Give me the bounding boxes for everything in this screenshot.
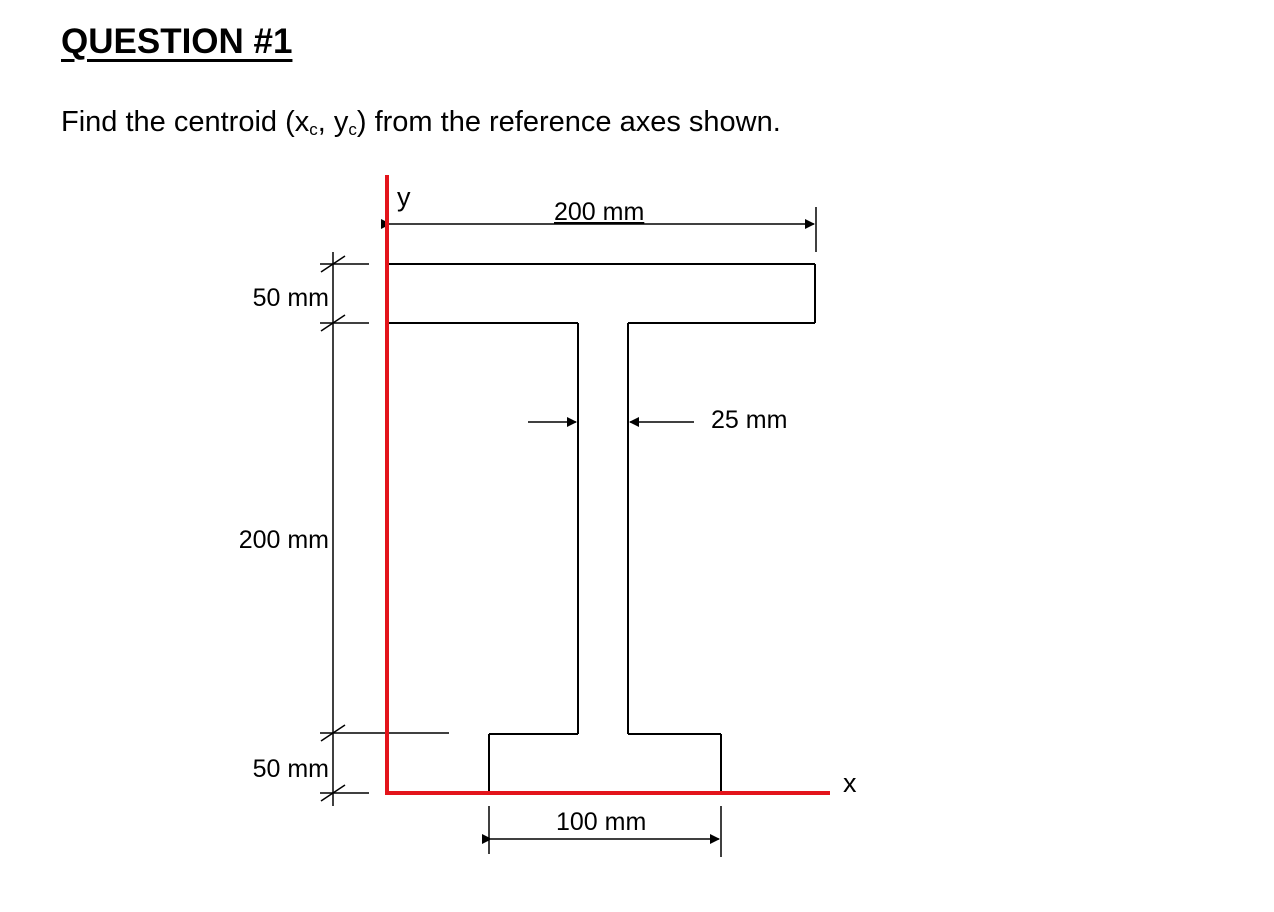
x-axis-label: x	[843, 768, 857, 798]
question-prompt: Find the centroid (xc, yc) from the refe…	[61, 104, 781, 140]
web-height-label: 200 mm	[239, 526, 329, 554]
bottom-width-dimension	[482, 806, 722, 857]
left-dimension-chain	[320, 252, 346, 806]
subscript-c-y: c	[348, 120, 357, 139]
tick-base	[320, 784, 346, 802]
top-flange-height-label: 50 mm	[253, 284, 329, 312]
bottom-width-label: 100 mm	[556, 808, 646, 836]
tick-bottom-flange-top	[320, 724, 346, 742]
bottom-flange-height-label: 50 mm	[253, 755, 329, 783]
web-thickness-label: 25 mm	[711, 406, 787, 434]
i-beam-outline	[388, 263, 816, 793]
question-title: QUESTION #1	[61, 22, 293, 61]
top-width-dimension	[381, 207, 817, 252]
subscript-c-x: c	[309, 120, 318, 139]
top-width-label: 200 mm	[554, 198, 644, 226]
tick-top	[320, 255, 346, 273]
reference-axes	[385, 175, 830, 795]
tick-flange-underside	[320, 314, 346, 332]
y-axis-label: y	[397, 182, 411, 212]
extension-lines	[320, 263, 449, 794]
prompt-text-end: ) from the reference axes shown.	[356, 106, 781, 138]
prompt-text-middle: , y	[317, 106, 349, 138]
prompt-text-start: Find the centroid (x	[61, 106, 310, 138]
